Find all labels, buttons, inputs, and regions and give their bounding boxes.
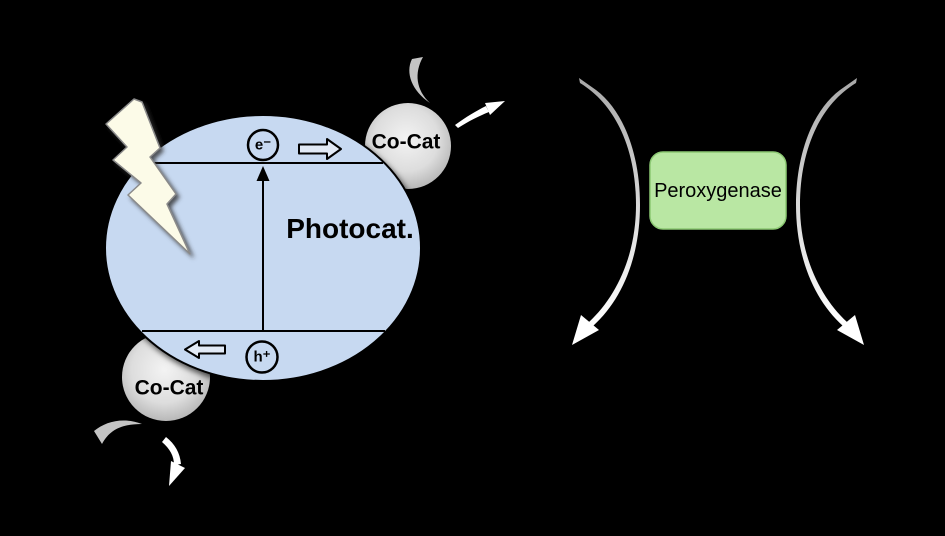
cocatalyst-top-label: Co-Cat — [371, 130, 441, 154]
enzyme-cycle-arrow-head-left — [572, 315, 599, 345]
hole-transfer-block-arrow — [184, 340, 226, 359]
electron-symbol: e⁻ — [254, 136, 272, 154]
cocat-bottom-cycle-arrow-head — [169, 461, 185, 486]
electron-circle — [246, 128, 280, 162]
enzyme-cycle-arc-left — [579, 78, 640, 326]
excitation-arrow-head — [256, 166, 270, 181]
cocat-bottom-cycle-arrow-body — [162, 437, 181, 465]
enzyme-cycle-arc-right — [796, 78, 857, 326]
peroxygenase-box — [649, 151, 787, 230]
hole-symbol: h⁺ — [253, 348, 271, 366]
hole-circle — [245, 340, 279, 374]
cocat-top-cycle-arc — [409, 57, 430, 103]
lightning-bolt-icon — [105, 98, 191, 255]
peroxygenase-label: Peroxygenase — [654, 180, 782, 202]
cocat-top-cycle-arrow-head — [485, 101, 505, 115]
photocatalyst-label: Photocat. — [286, 213, 414, 244]
cocatalyst-bottom-label: Co-Cat — [134, 376, 204, 400]
cocat-bottom-cycle-arc — [94, 420, 142, 444]
enzyme-cycle-arrow-head-right — [837, 315, 864, 345]
cocat-top-cycle-arrow-body — [455, 106, 489, 128]
electron-transfer-block-arrow — [298, 138, 342, 160]
